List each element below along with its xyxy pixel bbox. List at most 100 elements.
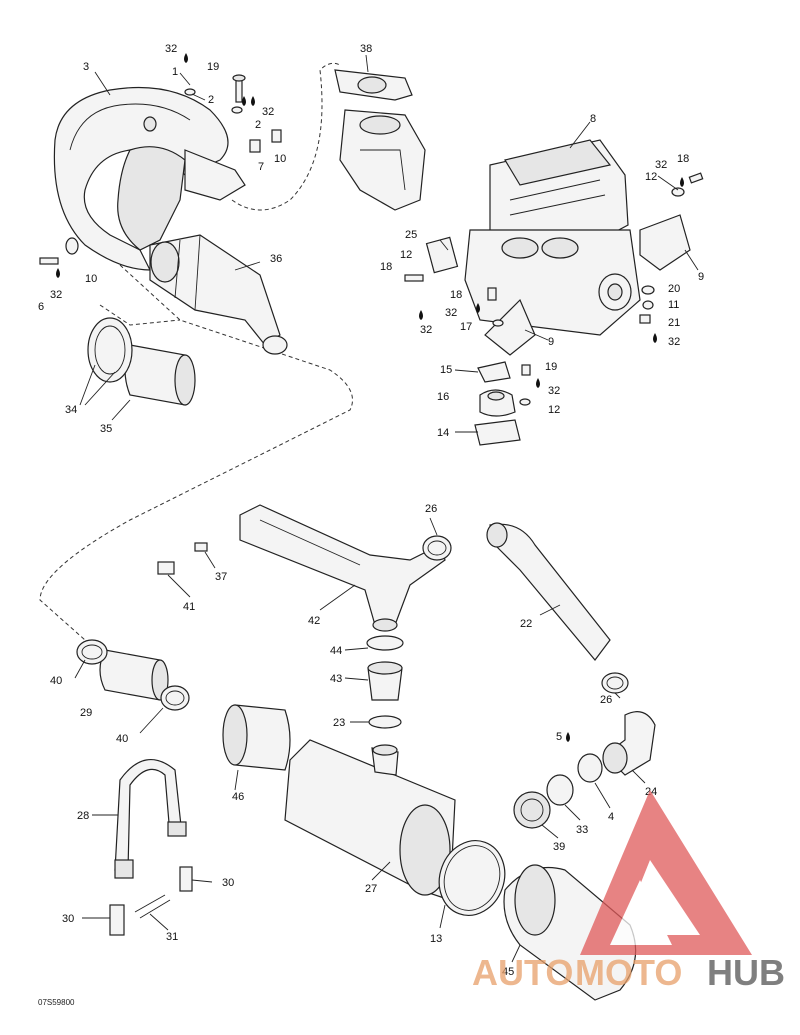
coupling-sleeve [87,317,196,406]
callout-11: 11 [668,299,679,311]
callout-19: 19 [545,361,557,373]
callout-29: 29 [80,707,92,719]
callout-33: 33 [576,824,588,836]
strap-brackets [109,866,193,936]
hose-clamp-lower [601,672,629,694]
callout-32: 32 [655,159,667,171]
callout-46: 46 [232,791,244,803]
exhaust-outlet-manifold [339,109,426,211]
reference-code: 07S59800 [38,998,75,1007]
callout-32: 32 [165,43,177,55]
callout-21: 21 [668,317,680,329]
callout-32: 32 [50,289,62,301]
coupler-stack [366,635,404,729]
callout-25: 25 [405,229,417,241]
callout-18: 18 [380,261,392,273]
watermark-text-moto: MOTO [575,952,682,993]
callout-12: 12 [548,404,560,416]
callout-32: 32 [420,324,432,336]
callout-38: 38 [360,43,372,55]
callout-18: 18 [677,153,689,165]
callout-labels: 3 32 1 19 2 32 2 7 10 38 8 32 18 12 36 1… [38,43,704,978]
callout-4: 4 [608,811,614,823]
small-clip-parts [157,542,208,575]
callout-18: 18 [450,289,462,301]
callout-14: 14 [437,427,449,439]
engine-hardware [404,172,704,327]
callout-35: 35 [100,423,112,435]
callout-3: 3 [83,61,89,73]
watermark-text-hub: HUB [707,952,785,993]
callout-10: 10 [274,153,286,165]
engine-bracket-lower [484,298,536,356]
callout-15: 15 [440,364,452,376]
callout-1: 1 [172,66,178,78]
sealant-drops [56,53,684,742]
callout-34: 34 [65,404,77,416]
callout-2: 2 [208,94,214,106]
callout-39: 39 [553,841,565,853]
muffler-sleeve [222,704,291,771]
exhaust-hose-y-pipe [239,504,446,632]
callout-13: 13 [430,933,442,945]
callout-6: 6 [38,301,44,313]
watermark-text-auto: AUTO [472,952,573,993]
callout-8: 8 [590,113,596,125]
muffler-strap [114,759,187,879]
callout-45: 45 [502,966,514,978]
manifold-hardware [39,74,282,265]
callout-32: 32 [445,307,457,319]
connection-hose [99,649,169,701]
watermark-triangle-logo [580,790,752,955]
callout-30: 30 [222,877,234,889]
engine-mount [474,361,531,446]
connector-line-to-clamp [99,304,181,326]
exhaust-gasket [334,69,413,101]
tailpipe-clamp [438,840,506,916]
callout-32: 32 [548,385,560,397]
hose-clamp-upper [422,535,452,561]
callout-7: 7 [258,161,264,173]
callout-9: 9 [698,271,704,283]
callout-37: 37 [215,571,227,583]
automotohub-watermark: AUTO MOTO HUB [472,790,785,993]
tailpipe [503,864,637,1001]
callout-9: 9 [548,336,554,348]
outlet-elbow [602,711,656,776]
callout-22: 22 [520,618,532,630]
callout-27: 27 [365,883,377,895]
callout-2: 2 [255,119,261,131]
outlet-rings [513,753,603,829]
water-pipe [486,522,611,661]
callout-5: 5 [556,731,562,743]
callout-41: 41 [183,601,195,613]
callout-26: 26 [600,694,612,706]
engine-block [464,139,641,336]
callout-40: 40 [50,675,62,687]
callout-26: 26 [425,503,437,515]
callout-12: 12 [400,249,412,261]
callout-36: 36 [270,253,282,265]
hose-clamp-left-upper [76,639,108,665]
callout-20: 20 [668,283,680,295]
callout-40: 40 [116,733,128,745]
callout-10: 10 [85,273,97,285]
callout-44: 44 [330,645,342,657]
callout-16: 16 [437,391,449,403]
engine-bracket-right [639,214,691,271]
exhaust-pipe-cone [149,234,288,355]
callout-32: 32 [262,106,274,118]
callout-31: 31 [166,931,178,943]
connector-line-manifold-to-gasket [231,62,341,211]
callout-23: 23 [333,717,345,729]
callout-17: 17 [460,321,472,333]
callout-12: 12 [645,171,657,183]
callout-43: 43 [330,673,342,685]
callout-28: 28 [77,810,89,822]
connector-line-exhaust-to-muffler [39,264,353,641]
muffler [284,739,456,901]
leader-lines [74,54,699,963]
hose-clamp-left-lower [160,685,190,711]
callout-32: 32 [668,336,680,348]
